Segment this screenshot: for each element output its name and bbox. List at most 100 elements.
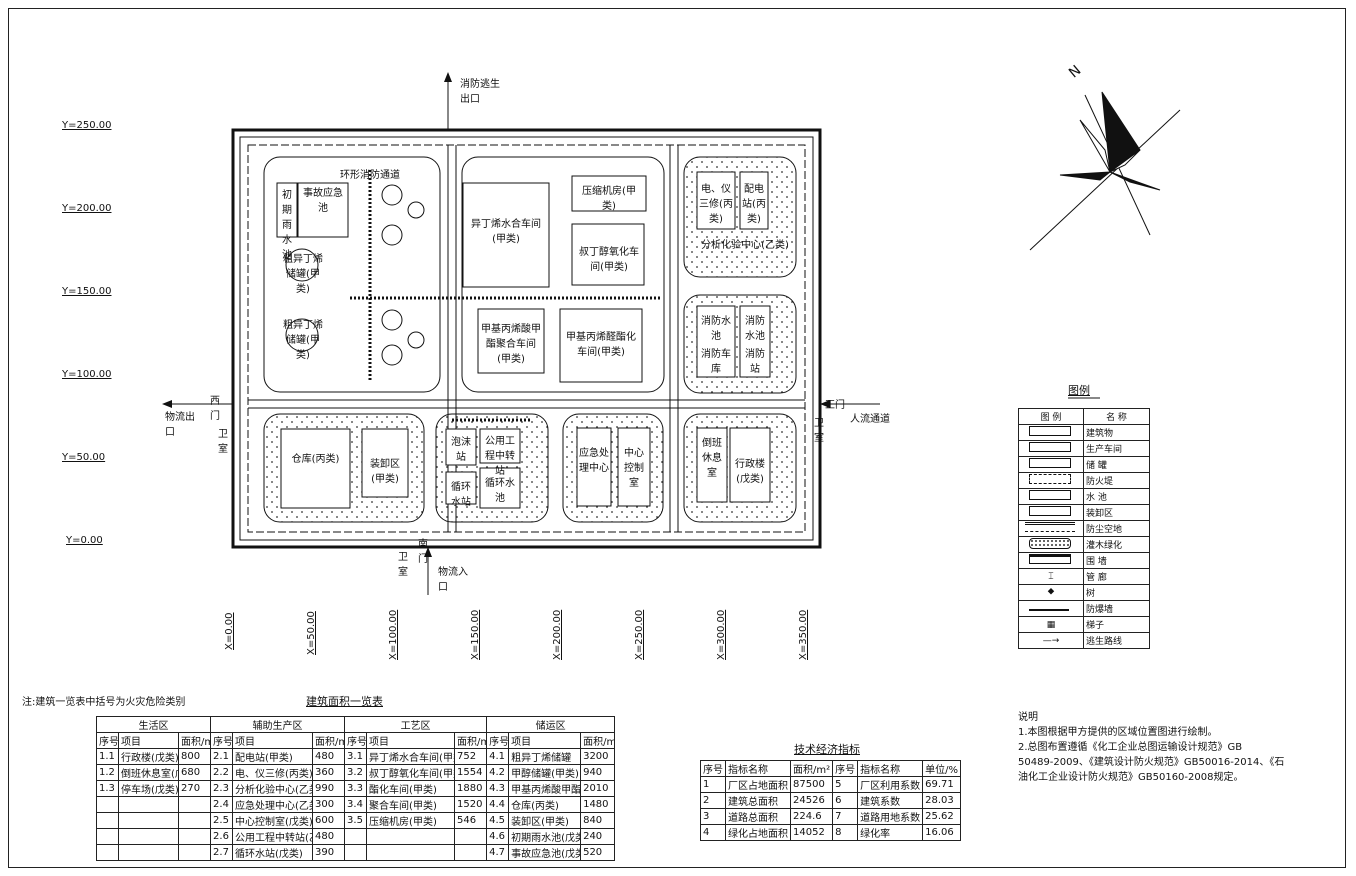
wall-symbol-icon	[1029, 554, 1071, 564]
table-cell: 480	[312, 828, 346, 845]
table-cell: 520	[580, 844, 616, 861]
cell: 5	[832, 776, 859, 793]
table-cell: 546	[454, 812, 488, 829]
building-b23	[297, 182, 349, 238]
cell: 8	[832, 824, 859, 841]
label-b5: 甲基丙烯醛酯化车间(甲类)	[566, 332, 636, 358]
label-south-gate: 南门	[418, 539, 428, 565]
table-cell: 3.3	[344, 780, 368, 797]
site-wall-inner	[239, 136, 814, 541]
building-b14	[361, 428, 409, 498]
col-head: 面积/m²	[177, 732, 212, 749]
cell: 建筑系数	[857, 792, 924, 809]
col-head: 序号	[344, 732, 368, 749]
table-cell: 2.2	[210, 764, 234, 781]
buildlist-title: 建筑面积一览表	[306, 695, 383, 708]
x-label-50: X=50.00	[306, 611, 317, 655]
x-label-0: X=0.00	[224, 612, 235, 651]
legend-title: 图例	[1068, 384, 1090, 397]
label-b26: 粗异丁烯储罐(甲类)	[283, 320, 323, 361]
table-cell: 940	[580, 764, 616, 781]
table-cell	[454, 828, 488, 845]
table-cell: 粗异丁烯储罐	[508, 748, 582, 765]
table-cell	[118, 796, 179, 813]
group-process: 工艺区	[344, 716, 488, 733]
table-cell: 4.4	[486, 796, 510, 813]
label-b27: 环形消防通道	[340, 170, 400, 181]
table-cell: 酯化车间(甲类)	[366, 780, 456, 797]
legend-item: 生产车间	[1083, 440, 1150, 457]
building-b24	[276, 182, 298, 238]
ladder-symbol-icon: ▦	[1018, 616, 1084, 633]
notes-block: 说明 1.本图根据甲方提供的区域位置图进行绘制。 2.总图布置遵循《化工企业总图…	[1018, 710, 1318, 785]
building-b11	[696, 305, 736, 378]
y-label-250: Y=250.00	[62, 120, 112, 131]
label-guard-left: 卫室	[218, 429, 228, 455]
table-cell: 1.1	[96, 748, 119, 765]
table-cell: 甲醇储罐(甲类)	[508, 764, 582, 781]
x-label-200: X=200.00	[552, 609, 563, 660]
cell: 绿化占地面积	[725, 824, 791, 841]
table-cell	[118, 812, 179, 829]
cell: 28.03	[922, 792, 961, 809]
table-cell: 应急处理中心(乙类)	[232, 796, 314, 813]
label-b3: 叔丁醇氧化车间(甲类)	[579, 247, 639, 273]
table-cell: 480	[312, 748, 346, 765]
cell: 87500	[789, 776, 834, 793]
cell: 14052	[789, 824, 834, 841]
building-b16	[479, 428, 521, 464]
building-b6	[696, 171, 736, 230]
dike-symbol-icon	[1029, 474, 1071, 484]
table-cell: 2.6	[210, 828, 234, 845]
label-guard-right: 卫室	[814, 418, 824, 444]
table-cell: 1.2	[96, 764, 119, 781]
x-label-350: X=350.00	[798, 609, 809, 660]
table-cell: 叔丁醇氧化车间(甲类)	[366, 764, 456, 781]
table-cell	[96, 812, 119, 829]
label-b23: 事故应急池	[303, 188, 343, 214]
label-b6: 电、仪三修(丙类)	[699, 184, 733, 225]
cell: 7	[832, 808, 859, 825]
label-b20: 中心控制室	[624, 448, 644, 489]
group-storage: 储运区	[486, 716, 616, 733]
tech-head: 单位/%	[922, 760, 961, 777]
dust-symbol-icon	[1025, 522, 1075, 532]
table-cell: 行政楼(戊类)	[118, 748, 179, 765]
table-cell: 3.1	[344, 748, 368, 765]
cell: 2	[700, 792, 726, 809]
ring-road	[247, 144, 806, 533]
table-cell: 4.7	[486, 844, 510, 861]
tank-symbol-icon	[1029, 458, 1071, 468]
blast-wall-symbol-icon	[1029, 608, 1069, 611]
cell: 224.6	[789, 808, 834, 825]
label-b12: 消防站	[745, 349, 765, 375]
table-cell: 仓库(丙类)	[508, 796, 582, 813]
building-b20	[617, 427, 651, 507]
table-cell: 1554	[454, 764, 488, 781]
building-b1	[462, 182, 550, 288]
tank-3	[381, 184, 403, 206]
table-cell: 倒班休息室(戊类)	[118, 764, 179, 781]
legend-item: 建筑物	[1083, 424, 1150, 441]
table-cell: 公用工程中转站(乙类)	[232, 828, 314, 845]
table-cell	[177, 844, 212, 861]
table-cell	[96, 796, 119, 813]
table-cell: 2010	[580, 780, 616, 797]
table-cell: 2.7	[210, 844, 234, 861]
tank-6	[381, 344, 403, 366]
table-cell: 压缩机房(甲类)	[366, 812, 456, 829]
pipe-rack-symbol-icon: ⌶	[1018, 568, 1084, 585]
table-cell: 4.2	[486, 764, 510, 781]
table-cell: 800	[177, 748, 212, 765]
legend-item: 装卸区	[1083, 504, 1150, 521]
building-b3	[571, 223, 645, 286]
table-cell: 甲基丙烯酸甲酯储罐	[508, 780, 582, 797]
table-row: 1.1行政楼(戊类)8002.1配电站(甲类)4803.1异丁烯水合车间(甲类)…	[96, 748, 616, 765]
label-b15: 泡沫站	[451, 437, 471, 463]
col-head: 面积/m²	[580, 732, 616, 749]
table-cell: 循环水站(戊类)	[232, 844, 314, 861]
